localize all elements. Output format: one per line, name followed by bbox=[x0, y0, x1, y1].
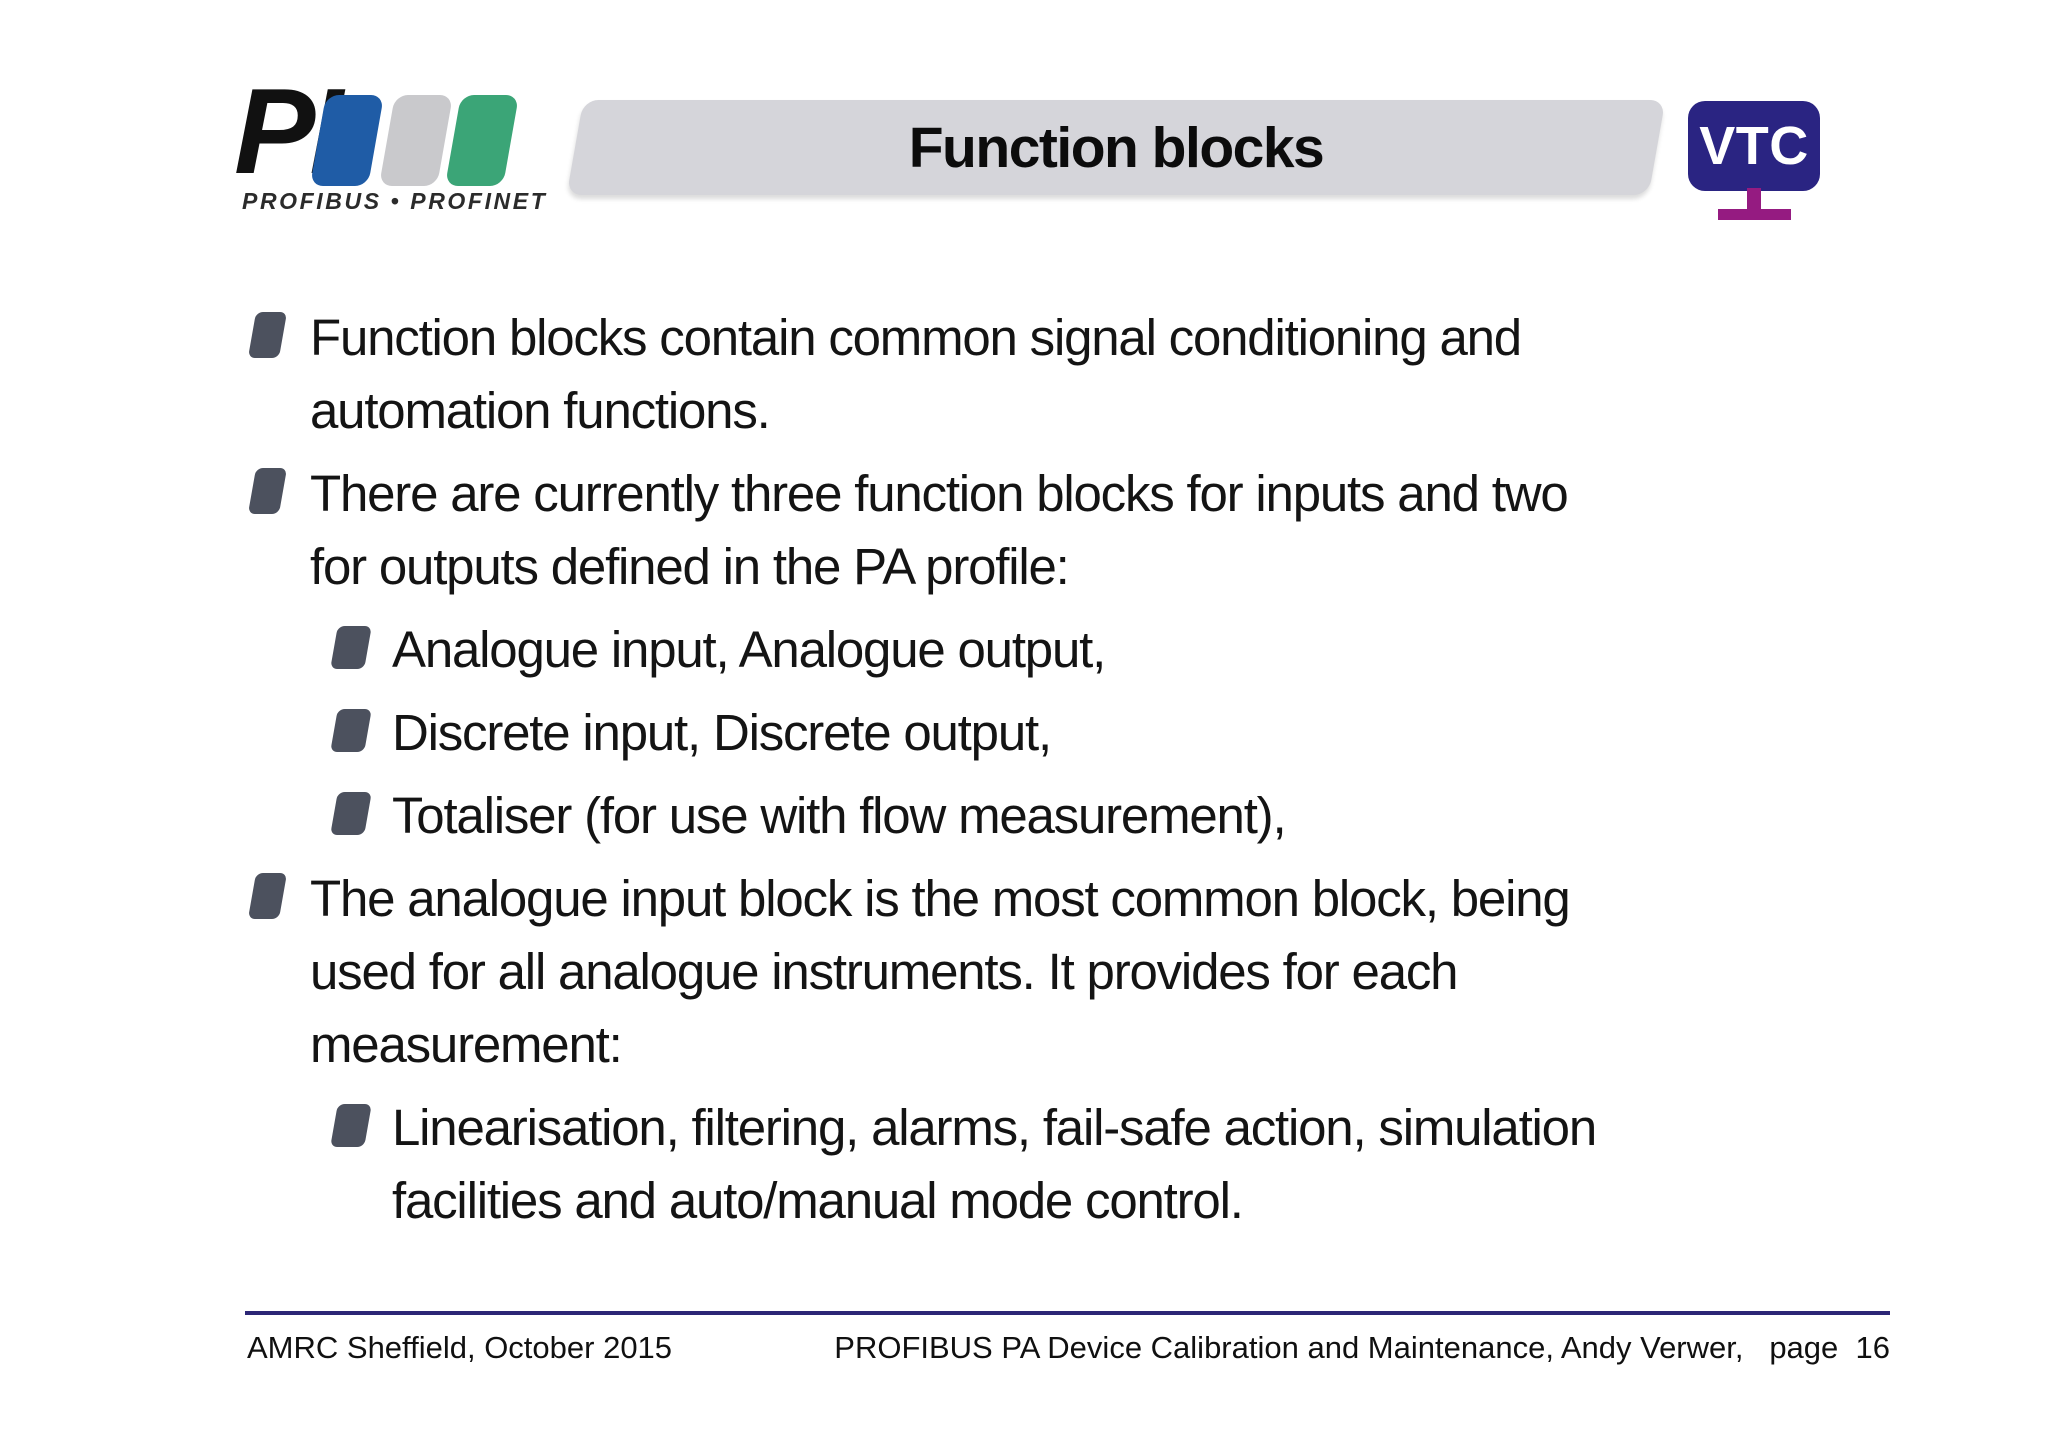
bullet-text: Linearisation, filtering, alarms, fail-s… bbox=[392, 1099, 1597, 1229]
sub-bullet-item: Linearisation, filtering, alarms, fail-s… bbox=[245, 1091, 1945, 1237]
vtc-logo: VTC bbox=[1688, 101, 1822, 221]
footer-course-page: PROFIBUS PA Device Calibration and Maint… bbox=[834, 1330, 1890, 1365]
pi-logo-subtitle: PROFIBUS • PROFINET bbox=[242, 188, 548, 214]
bullet-item: The analogue input block is the most com… bbox=[245, 862, 1945, 1081]
title-banner: Function blocks bbox=[566, 100, 1666, 195]
sub-bullet-item: Discrete input, Discrete output, bbox=[245, 696, 1945, 769]
bullet-text: Totaliser (for use with flow measurement… bbox=[392, 787, 1287, 844]
bullet-item: Function blocks contain common signal co… bbox=[245, 301, 1945, 447]
sub-bullet-item: Analogue input, Analogue output, bbox=[245, 613, 1945, 686]
pi-profibus-logo: PI PROFIBUS • PROFINET bbox=[230, 70, 550, 217]
vtc-monitor-icon: VTC bbox=[1688, 101, 1820, 191]
sub-bullet-item: Totaliser (for use with flow measurement… bbox=[245, 779, 1945, 852]
vtc-monitor-stand-icon bbox=[1747, 188, 1761, 215]
bullet-text: The analogue input block is the most com… bbox=[310, 870, 1571, 1073]
bullet-text: Analogue input, Analogue output, bbox=[392, 621, 1106, 678]
bullet-text: There are currently three function block… bbox=[310, 465, 1569, 595]
bullet-list: Function blocks contain common signal co… bbox=[245, 301, 1945, 1237]
pi-logo-green-block-icon bbox=[444, 95, 520, 186]
pi-logo-gray-block-icon bbox=[378, 95, 454, 186]
footer-venue-date: AMRC Sheffield, October 2015 bbox=[247, 1330, 673, 1365]
bullet-item: There are currently three function block… bbox=[245, 457, 1945, 603]
footer-divider bbox=[245, 1311, 1890, 1315]
bullet-text: Function blocks contain common signal co… bbox=[310, 309, 1522, 439]
slide-title: Function blocks bbox=[908, 115, 1325, 180]
vtc-monitor-base-icon bbox=[1718, 209, 1791, 220]
bullet-text: Discrete input, Discrete output, bbox=[392, 704, 1052, 761]
